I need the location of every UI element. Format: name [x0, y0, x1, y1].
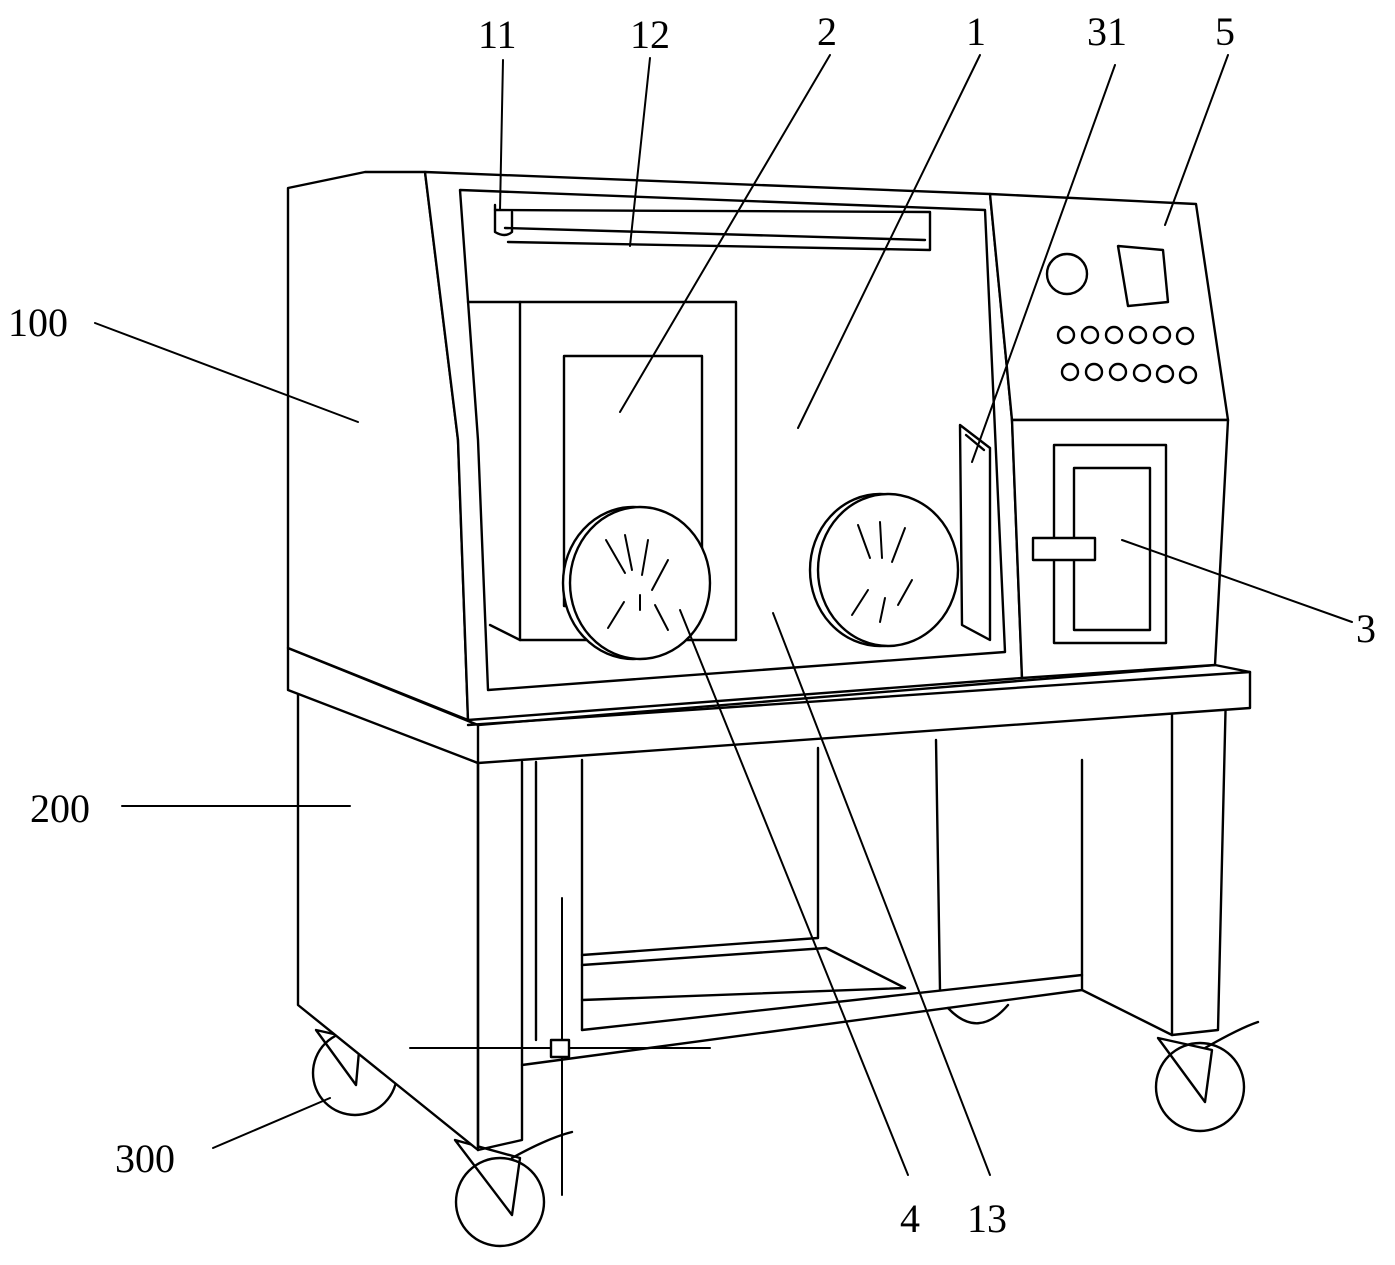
label-100: 100 [8, 300, 68, 345]
label-300: 300 [115, 1136, 175, 1181]
label-2: 2 [817, 9, 837, 54]
label-200: 200 [30, 786, 90, 831]
control-panel [990, 194, 1228, 420]
label-4: 4 [900, 1196, 920, 1241]
label-11: 11 [478, 12, 517, 57]
glove-box-body [288, 172, 1038, 720]
label-1: 1 [966, 9, 986, 54]
transfer-chamber [1012, 420, 1228, 678]
label-12: 12 [630, 12, 670, 57]
label-13: 13 [967, 1196, 1007, 1241]
label-31: 31 [1087, 9, 1127, 54]
label-3: 3 [1356, 606, 1376, 651]
stand-frame [298, 688, 1226, 1195]
label-5: 5 [1215, 9, 1235, 54]
